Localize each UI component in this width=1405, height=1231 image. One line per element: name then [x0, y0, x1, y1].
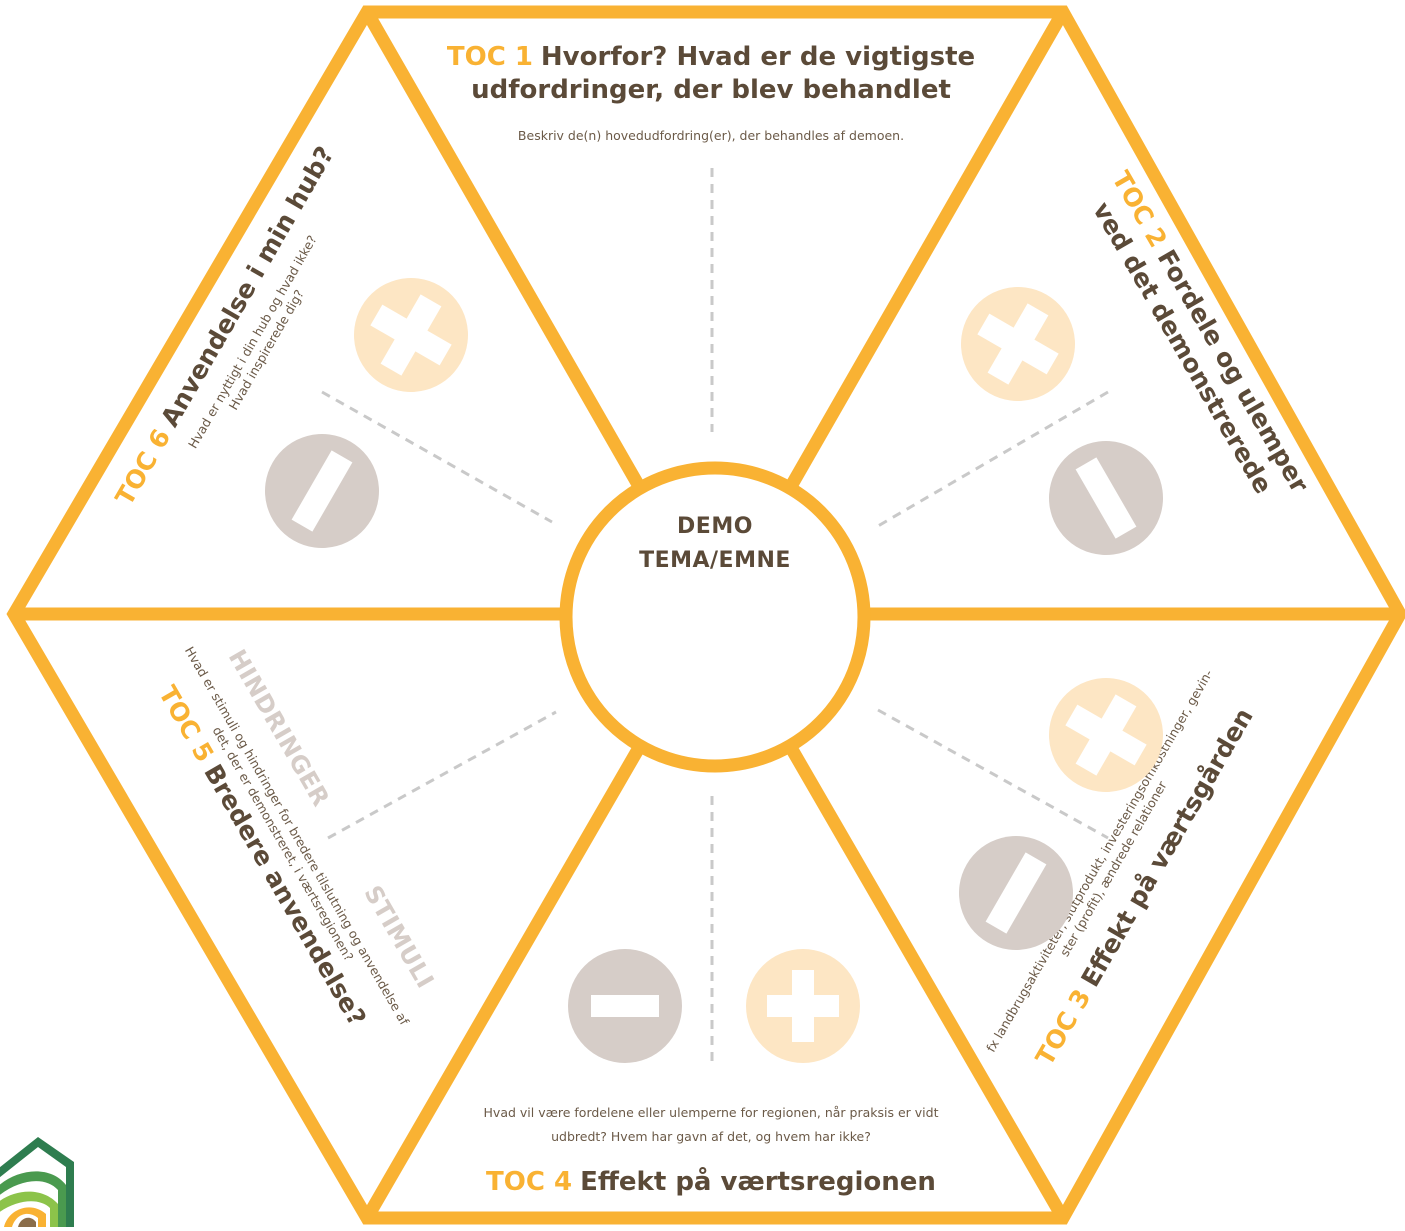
minus-icon: [265, 434, 379, 548]
toc4-description-line2: udbredt? Hvem har gavn af det, og hvem h…: [551, 1129, 871, 1144]
toc4-number: TOC 4: [486, 1167, 572, 1197]
center-label-line1: DEMO: [677, 514, 753, 539]
toc1-number: TOC 1: [447, 42, 533, 72]
divider-bottom-left: [327, 710, 557, 840]
minus-icon: [1049, 441, 1163, 555]
plus-icon: [354, 278, 468, 392]
logo-icon: [0, 1137, 74, 1227]
minus-icon: [568, 949, 682, 1063]
toc1-section: TOC 1 Hvorfor? Hvad er de vigtigste udfor…: [447, 42, 975, 143]
plus-icon: [746, 949, 860, 1063]
dashed-dividers: [321, 168, 1109, 1062]
divider-bottom-right: [877, 708, 1109, 840]
spoke-top-right: [784, 8, 1069, 492]
spoke-bottom-right: [784, 742, 1069, 1222]
toc1-title-text: Hvorfor? Hvad er de vigtigste: [541, 42, 975, 72]
spoke-bottom-left: [361, 742, 646, 1222]
toc1-description: Beskriv de(n) hovedudfordring(er), der b…: [518, 128, 904, 143]
toc4-section: Hvad vil være fordelene eller ulemperne …: [484, 1105, 939, 1197]
toc4-title-text: Effekt på værtsregionen: [580, 1165, 936, 1197]
divider-top-left: [321, 390, 553, 524]
divider-top-right: [877, 390, 1109, 528]
minus-icon: [959, 836, 1073, 950]
toc1-title-line1: TOC 1 Hvorfor? Hvad er de vigtigste: [447, 42, 975, 72]
toc1-title-line2: udfordringer, der blev behandlet: [471, 75, 951, 105]
toc4-title: TOC 4 Effekt på værtsregionen: [486, 1165, 936, 1197]
toc4-description-line1: Hvad vil være fordelene eller ulemperne …: [484, 1105, 939, 1120]
center-label-line2: TEMA/EMNE: [639, 548, 791, 573]
plus-icon: [1049, 678, 1163, 792]
spoke-top-left: [361, 8, 646, 492]
hexagon-spokes: [14, 8, 1400, 1222]
plus-icon: [961, 287, 1075, 401]
center-circle: [559, 461, 871, 773]
